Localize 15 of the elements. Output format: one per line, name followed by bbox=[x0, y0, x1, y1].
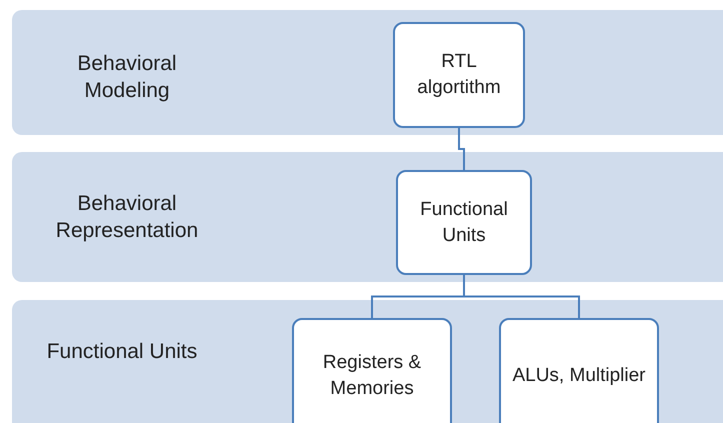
process-box bbox=[499, 318, 659, 423]
layer-label: Behavioral Modeling bbox=[76, 51, 178, 104]
layer-label: Behavioral Representation bbox=[54, 191, 200, 244]
box-label: ALUs, Multiplier bbox=[511, 364, 647, 388]
process-box bbox=[292, 318, 452, 423]
connector-line bbox=[458, 128, 465, 170]
layer-label: Functional Units bbox=[46, 339, 198, 365]
layer-band bbox=[12, 152, 723, 282]
layer-band bbox=[12, 300, 723, 423]
process-box bbox=[393, 22, 525, 128]
layer-band bbox=[12, 10, 723, 135]
box-label: RTL algortithm bbox=[416, 50, 502, 100]
box-label: Registers & Memories bbox=[322, 350, 422, 400]
box-label: Functional Units bbox=[419, 198, 509, 248]
process-box bbox=[396, 170, 532, 275]
